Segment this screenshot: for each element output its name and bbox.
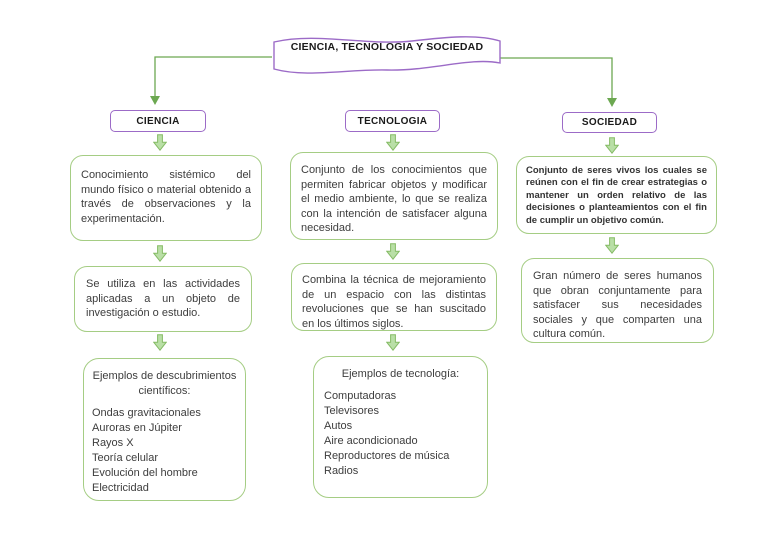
node-tecnologia-definition: Conjunto de los conocimientos que permit… [290, 152, 498, 240]
header-sociedad-label: SOCIEDAD [581, 117, 638, 128]
node-sociedad-grupo: Gran número de seres humanos que obran c… [521, 258, 714, 343]
down-arrow-icon [153, 245, 167, 262]
node-tecnologia-ejemplos: Ejemplos de tecnología: Computadoras Tel… [313, 356, 488, 498]
node-ciencia-ejemplos: Ejemplos de descubrimientos científicos:… [83, 358, 246, 501]
down-arrow-icon [605, 137, 619, 154]
list-item: Auroras en Júpiter [92, 422, 182, 434]
connector-left-arrowhead-icon [150, 96, 160, 105]
node-ciencia-definition: Conocimiento sistémico del mundo físico … [70, 155, 262, 241]
down-arrow-icon [386, 134, 400, 151]
diagram-title: CIENCIA, TECNOLOGIA Y SOCIEDAD [290, 41, 484, 53]
connector-left [154, 56, 272, 96]
list-item: Aire acondicionado [324, 435, 418, 447]
list-item: Reproductores de música [324, 450, 450, 462]
list-item: Televisores [324, 405, 380, 417]
node-tecnologia-combina-text: Combina la técnica de mejoramiento de un… [302, 274, 486, 330]
node-tecnologia-ejemplos-list: Computadoras Televisores Autos Aire acon… [324, 389, 477, 479]
list-item: Radios [324, 465, 359, 477]
header-ciencia: CIENCIA [110, 110, 206, 132]
down-arrow-icon [153, 134, 167, 151]
node-sociedad-grupo-text: Gran número de seres humanos que obran c… [533, 270, 702, 341]
list-item: Teoría celular [92, 452, 159, 464]
node-sociedad-definition-text: Conjunto de seres vivos los cuales se re… [526, 165, 707, 226]
list-item: Ondas gravitacionales [92, 407, 201, 419]
down-arrow-icon [605, 237, 619, 254]
list-item: Computadoras [324, 390, 397, 402]
node-tecnologia-ejemplos-title: Ejemplos de tecnología: [341, 368, 460, 380]
wave-ribbon-icon [273, 36, 501, 74]
down-arrow-icon [386, 243, 400, 260]
node-tecnologia-definition-text: Conjunto de los conocimientos que permit… [301, 164, 487, 235]
node-ciencia-uso-text: Se utiliza en las actividades aplicadas … [86, 278, 240, 320]
down-arrow-icon [153, 334, 167, 351]
header-ciencia-label: CIENCIA [136, 115, 180, 127]
title-banner-shape [273, 36, 501, 74]
node-ciencia-uso: Se utiliza en las actividades aplicadas … [74, 266, 252, 332]
node-ciencia-definition-text: Conocimiento sistémico del mundo físico … [81, 169, 251, 225]
list-item: Evolución del hombre [92, 467, 198, 479]
list-item: Rayos X [92, 437, 134, 449]
header-tecnologia: TECNOLOGIA [345, 110, 440, 132]
list-item: Autos [324, 420, 353, 432]
node-ciencia-ejemplos-title: Ejemplos de descubrimientos científicos: [92, 370, 237, 397]
down-arrow-icon [386, 334, 400, 351]
node-sociedad-definition: Conjunto de seres vivos los cuales se re… [516, 156, 717, 234]
connector-right-arrowhead-icon [607, 98, 617, 107]
node-tecnologia-combina: Combina la técnica de mejoramiento de un… [291, 263, 497, 331]
header-tecnologia-label: TECNOLOGIA [357, 115, 428, 127]
node-ciencia-ejemplos-list: Ondas gravitacionales Auroras en Júpiter… [92, 406, 237, 496]
header-sociedad: SOCIEDAD [562, 112, 657, 133]
list-item: Electricidad [92, 482, 149, 494]
connector-right [497, 57, 613, 98]
